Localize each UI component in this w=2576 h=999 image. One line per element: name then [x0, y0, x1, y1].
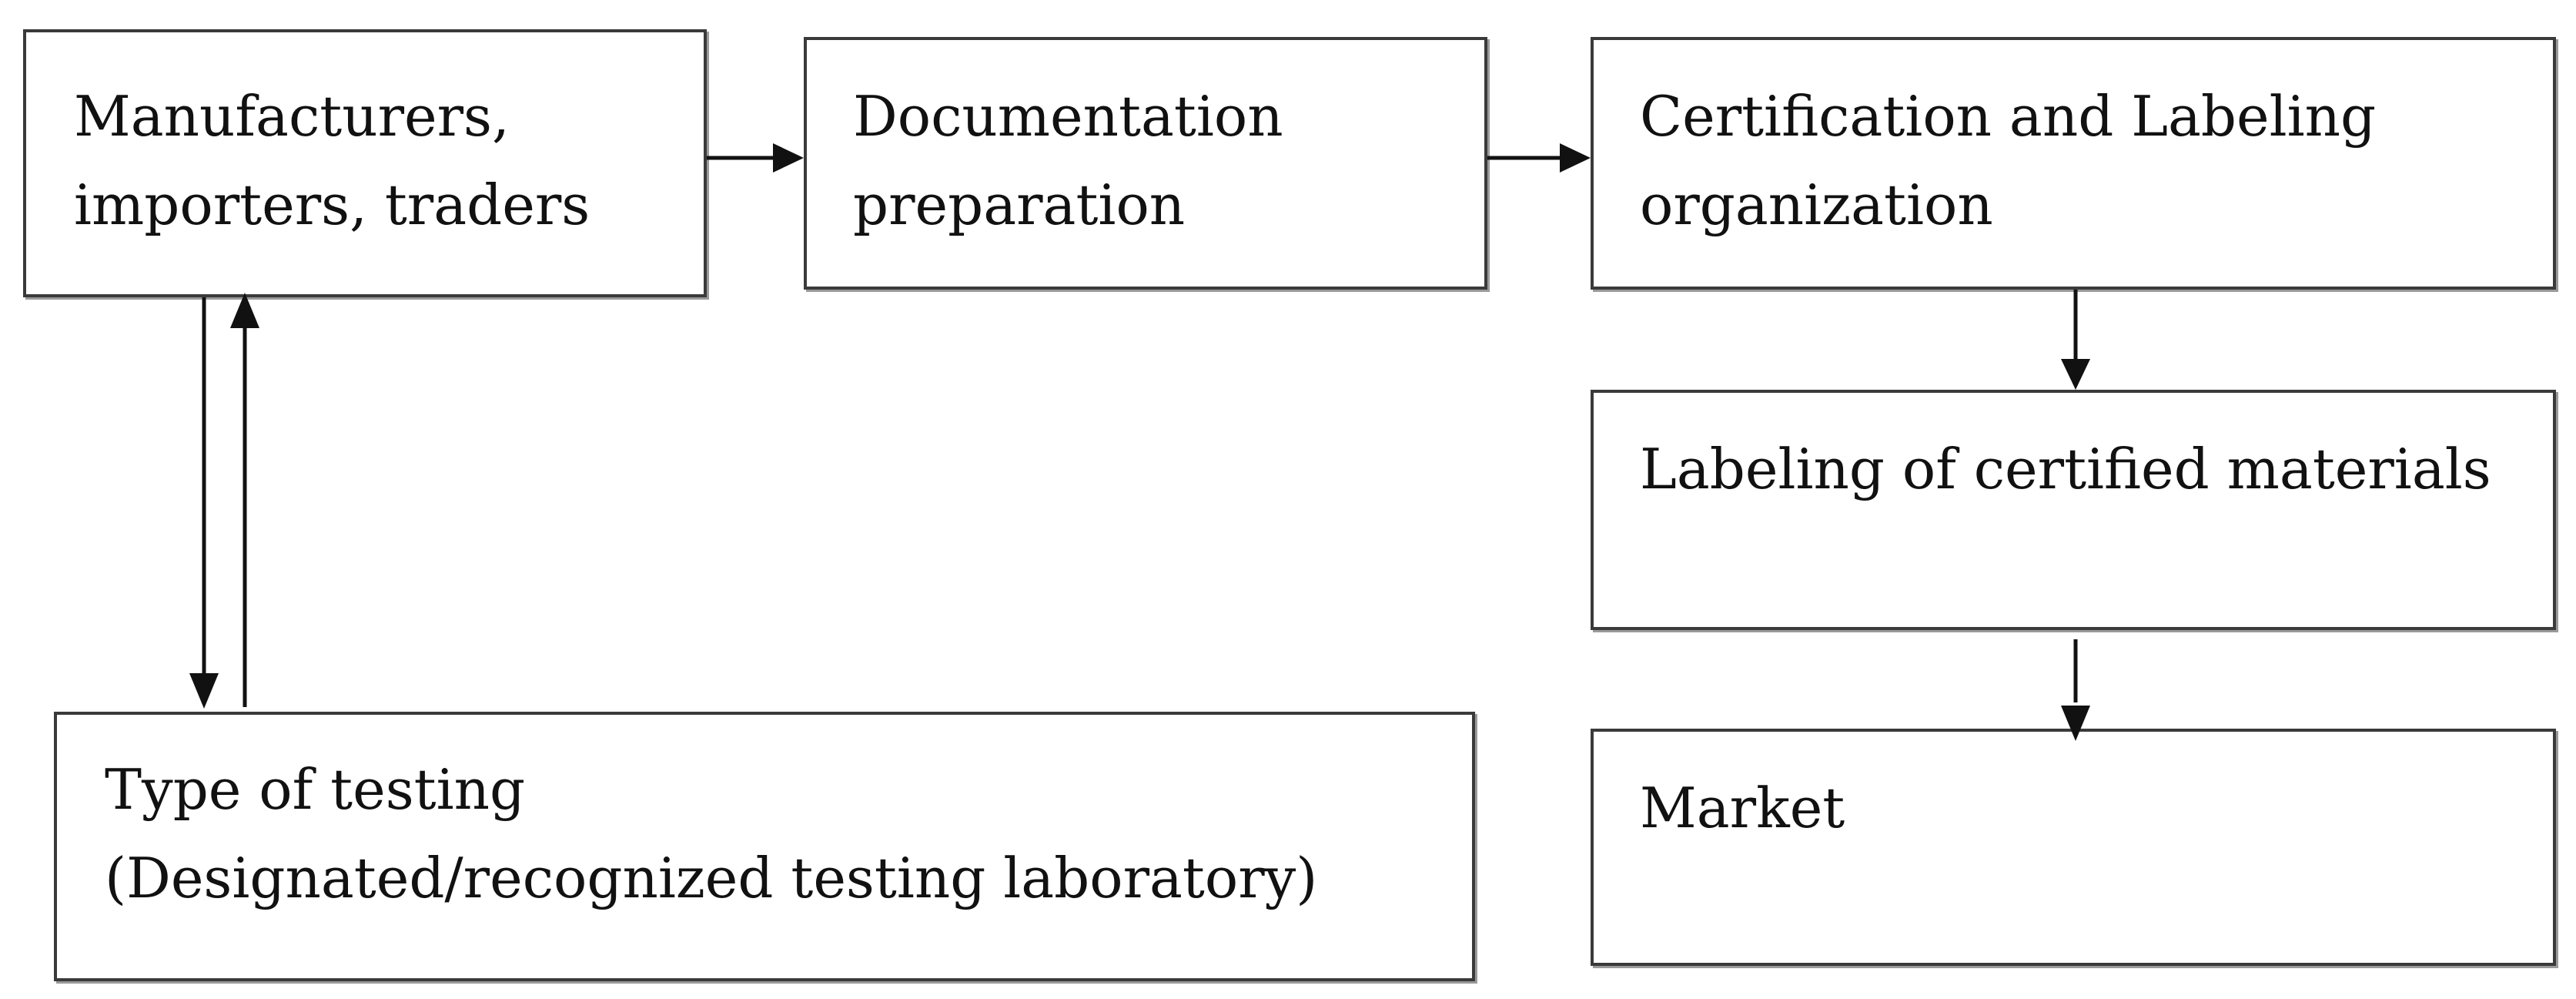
arrow-certification-to-labeling	[2061, 290, 2090, 390]
market-line-1: Market	[1640, 776, 1845, 840]
arrow-manufacturers-to-testing	[189, 297, 219, 709]
documentation-line-1: Documentation	[853, 84, 1283, 149]
certification-line-1: Certification and Labeling	[1640, 84, 2377, 149]
manufacturers-box: Manufacturers, importers, traders	[23, 29, 707, 297]
arrowhead-down-icon	[189, 673, 219, 709]
market-box: Market	[1591, 729, 2556, 966]
certification-line-2: organization	[1640, 173, 1993, 238]
labeling-box: Labeling of certified materials	[1591, 390, 2556, 630]
documentation-box: Documentation preparation	[804, 37, 1487, 290]
arrow-labeling-to-market	[2061, 639, 2090, 741]
labeling-line-1: Labeling of certified materials	[1640, 437, 2491, 501]
testing-line-1: Type of testing	[105, 757, 526, 822]
documentation-line-2: preparation	[853, 173, 1186, 238]
arrowhead-up-icon	[230, 293, 259, 328]
certification-box: Certification and Labeling organization	[1591, 37, 2556, 290]
arrow-testing-to-manufacturers	[230, 293, 259, 707]
manufacturers-line-1: Manufacturers,	[74, 84, 510, 149]
arrowhead-right-icon	[773, 143, 804, 173]
arrowhead-right-icon	[1560, 143, 1591, 173]
arrowhead-down-icon	[2061, 359, 2090, 390]
testing-line-2: (Designated/recognized testing laborator…	[105, 846, 1318, 911]
arrow-manufacturers-to-documentation	[707, 143, 804, 173]
manufacturers-line-2: importers, traders	[74, 173, 590, 238]
testing-box: Type of testing (Designated/recognized t…	[54, 712, 1475, 981]
arrow-documentation-to-certification	[1487, 143, 1591, 173]
